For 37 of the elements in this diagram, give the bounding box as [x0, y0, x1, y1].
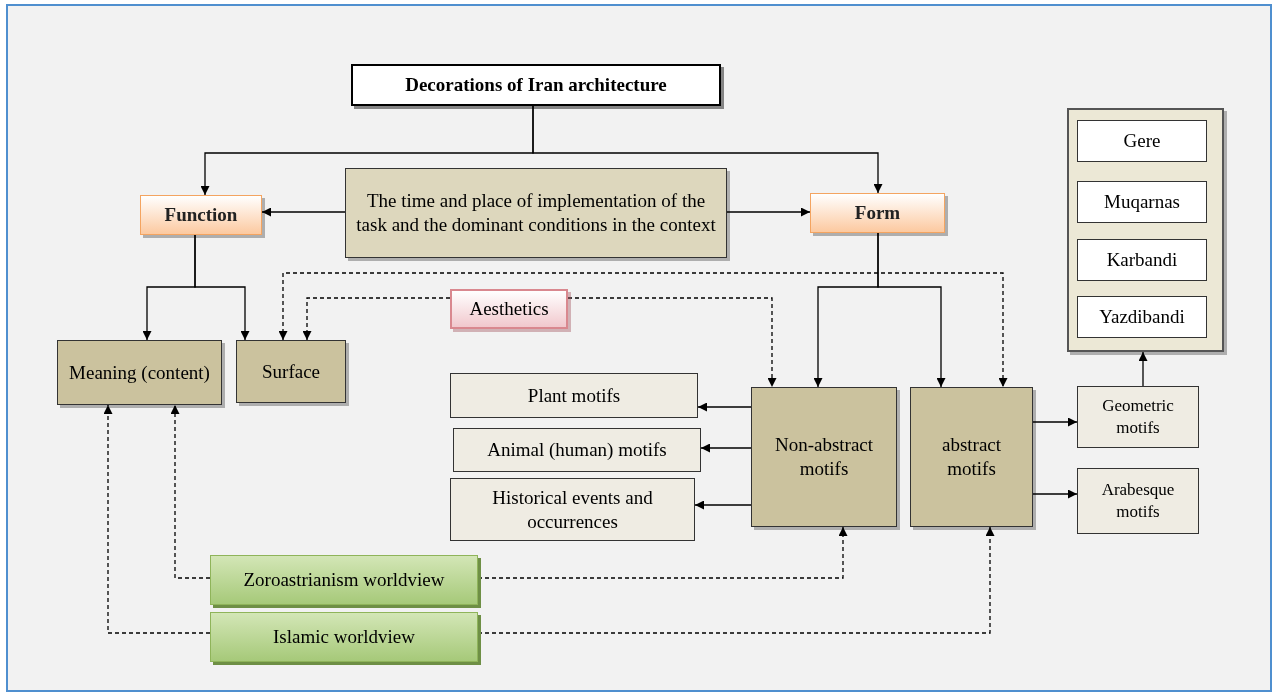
process-box: Geometric motifs	[1077, 386, 1199, 448]
arrow	[261, 207, 346, 217]
arrow	[1138, 351, 1148, 387]
arrow	[194, 234, 250, 341]
dashed-arrow	[103, 404, 211, 634]
arrow	[532, 105, 883, 194]
dashed-arrow	[302, 297, 451, 341]
label-box: Function	[140, 195, 262, 235]
process-box: Arabesque motifs	[1077, 468, 1199, 534]
arrow	[877, 232, 946, 388]
process-box: Plant motifs	[450, 373, 698, 418]
process-box: Karbandi	[1077, 239, 1207, 281]
dashed-arrow	[170, 404, 211, 579]
process-box: The time and place of implementation of the task and the dominant conditions in the context	[345, 168, 727, 258]
process-box: abstract motifs	[910, 387, 1033, 527]
dashed-double-arrow	[278, 272, 1008, 388]
arrow	[697, 402, 752, 412]
process-box: Surface	[236, 340, 346, 403]
process-box: Historical events and occurrences	[450, 478, 695, 541]
arrow	[694, 500, 752, 510]
group-box	[1067, 108, 1224, 352]
arrow	[1032, 489, 1078, 499]
process-box: Animal (human) motifs	[453, 428, 701, 472]
process-box: Yazdibandi	[1077, 296, 1207, 338]
dashed-arrow	[567, 297, 777, 388]
process-box: Meaning (content)	[57, 340, 222, 405]
label-box: Form	[810, 193, 945, 233]
process-box: Gere	[1077, 120, 1207, 162]
arrow	[700, 443, 752, 453]
process-box: Muqarnas	[1077, 181, 1207, 223]
label-box: Zoroastrianism worldview	[210, 555, 478, 605]
arrow	[726, 207, 811, 217]
label-box: Aesthetics	[450, 289, 568, 329]
arrow	[1032, 417, 1078, 427]
title-box: Decorations of Iran architecture	[351, 64, 721, 106]
process-box: Non-abstract motifs	[751, 387, 897, 527]
label-box: Islamic worldview	[210, 612, 478, 662]
